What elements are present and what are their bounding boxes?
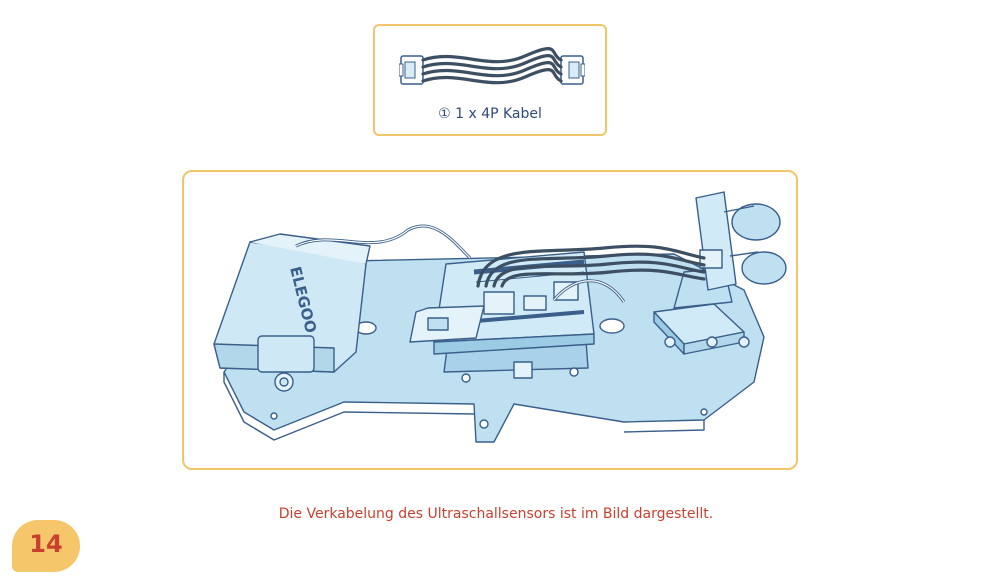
robot-car-ultrasonic-assembly-illustration: ELEGOO (213, 191, 787, 443)
parts-label: ① 1 x 4P Kabel (438, 106, 542, 122)
parts-box: ① 1 x 4P Kabel (373, 24, 607, 136)
servo-mount (653, 267, 750, 355)
assembly-box: ELEGOO (182, 170, 798, 470)
4p-cable-icon (399, 47, 585, 85)
page-number: 14 (29, 530, 63, 558)
caption: Die Verkabelung des Ultraschallsensors i… (278, 506, 714, 522)
ultrasonic-sensor (695, 191, 787, 291)
battery-box: ELEGOO (213, 233, 371, 392)
page-badge: 14 (12, 520, 80, 572)
4p-cable-connection (476, 244, 706, 288)
